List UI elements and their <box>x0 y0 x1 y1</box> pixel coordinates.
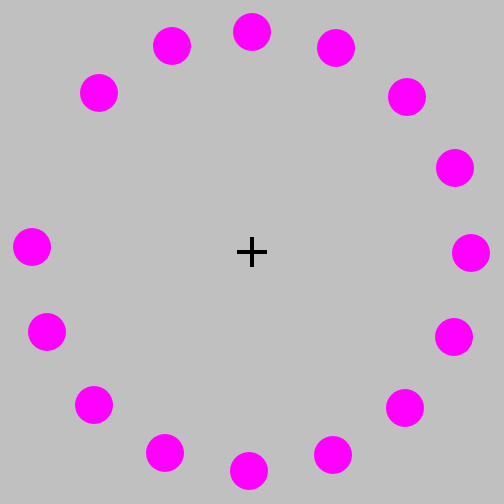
dot <box>452 234 490 272</box>
dot <box>233 13 271 51</box>
dot <box>386 389 424 427</box>
dot <box>153 27 191 65</box>
dot <box>75 386 113 424</box>
dot <box>146 434 184 472</box>
dot <box>388 78 426 116</box>
dot <box>317 29 355 67</box>
dot <box>435 318 473 356</box>
dot <box>436 149 474 187</box>
dot <box>80 74 118 112</box>
dot <box>13 228 51 266</box>
dot <box>230 452 268 490</box>
plus-icon <box>235 235 269 269</box>
plus-icon-vertical-bar <box>250 237 254 267</box>
dot <box>314 436 352 474</box>
dot <box>28 313 66 351</box>
